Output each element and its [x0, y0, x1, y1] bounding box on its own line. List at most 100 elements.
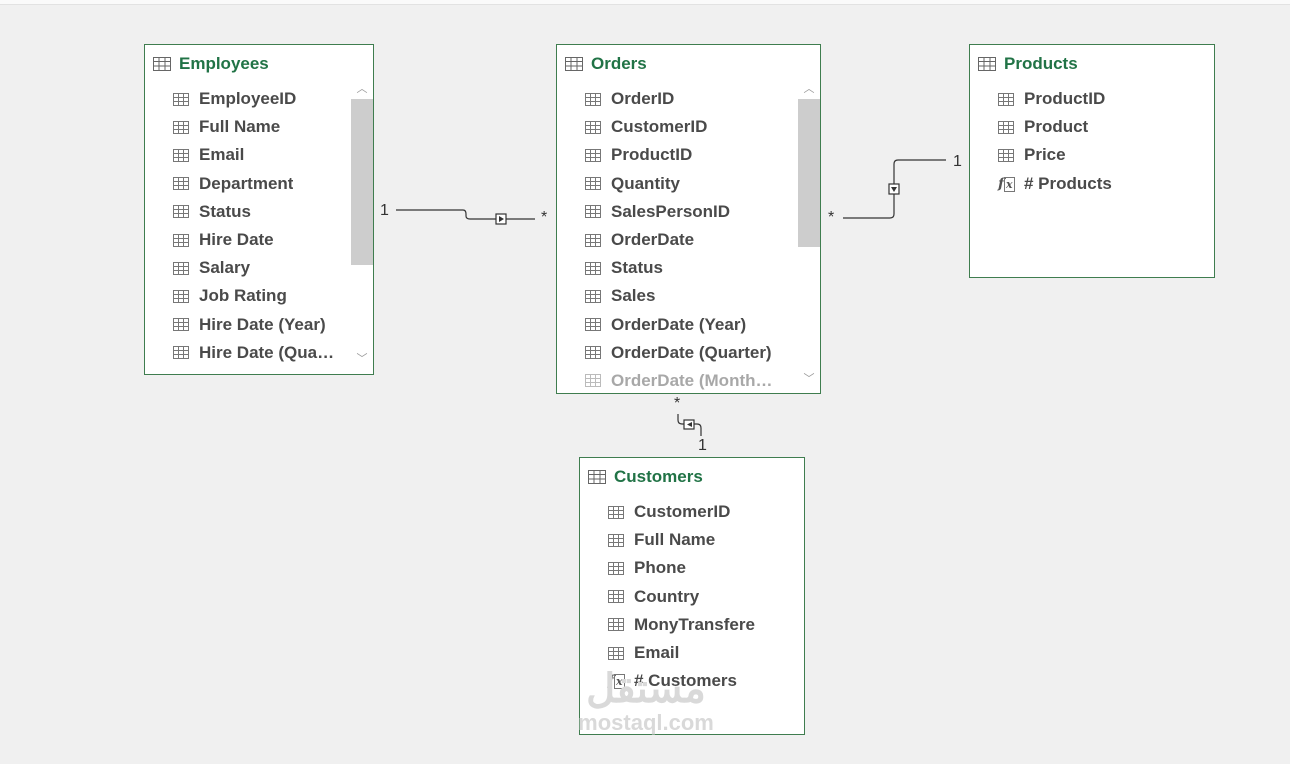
field-label: Salary [199, 258, 251, 278]
field-label: SalesPersonID [611, 201, 731, 221]
field-label: OrderID [611, 89, 675, 109]
field-label: MonyTransfere [634, 614, 755, 634]
chevron-down-icon[interactable]: ﹀ [803, 373, 815, 385]
column-icon [173, 318, 189, 332]
field-label: Full Name [634, 530, 716, 550]
watermark: مستقل mostaql.com [566, 666, 726, 734]
table-header[interactable]: Orders [565, 53, 647, 75]
field-item[interactable]: OrderID [557, 85, 820, 113]
vertical-scrollbar[interactable]: ︿ ﹀ [351, 79, 373, 369]
column-icon [173, 92, 189, 106]
relationship-many-label: * [674, 395, 681, 412]
field-label: ProductID [611, 145, 693, 165]
field-item[interactable]: OrderDate (Year) [557, 311, 820, 339]
column-icon [585, 92, 601, 106]
field-label: Hire Date [199, 230, 274, 250]
field-item[interactable]: Product [970, 113, 1214, 141]
measure-label: # Products [1024, 173, 1112, 193]
column-icon [173, 289, 189, 303]
field-item[interactable]: Phone [580, 554, 804, 582]
field-item[interactable]: Full Name [145, 113, 373, 141]
column-icon [585, 289, 601, 303]
field-item[interactable]: Hire Date [145, 226, 373, 254]
column-icon [585, 261, 601, 275]
column-icon [608, 618, 624, 632]
field-item[interactable]: Full Name [580, 526, 804, 554]
field-item[interactable]: CustomerID [557, 113, 820, 141]
relationship-orders-customers[interactable] [677, 414, 702, 436]
field-item[interactable]: SalesPersonID [557, 198, 820, 226]
table-title: Orders [591, 54, 647, 73]
field-item[interactable]: Sales [557, 282, 820, 310]
table-card-employees[interactable]: Employees EmployeeID Full Name Email Dep… [144, 44, 374, 375]
chevron-up-icon[interactable]: ︿ [356, 83, 368, 95]
relationship-many-label: * [541, 209, 548, 226]
field-item[interactable]: Country [580, 583, 804, 611]
field-item[interactable]: Hire Date (Year) [145, 311, 373, 339]
field-item[interactable]: Email [145, 141, 373, 169]
field-item[interactable]: Hire Date (Qua… [145, 339, 373, 367]
vertical-scrollbar[interactable]: ︿ ﹀ [798, 79, 820, 388]
field-label: Phone [634, 558, 686, 578]
field-list: EmployeeID Full Name Email Department St… [145, 85, 373, 367]
field-label: CustomerID [634, 502, 731, 522]
column-icon [585, 233, 601, 247]
field-item[interactable]: Department [145, 170, 373, 198]
table-grid-icon [978, 57, 996, 71]
field-label: OrderDate (Quarter) [611, 342, 772, 362]
column-icon [585, 318, 601, 332]
field-label: Full Name [199, 117, 281, 137]
field-label: Price [1024, 145, 1066, 165]
field-label: Job Rating [199, 286, 287, 306]
field-item[interactable]: MonyTransfere [580, 611, 804, 639]
field-item[interactable]: OrderDate (Month… [557, 367, 820, 393]
table-card-customers[interactable]: Customers CustomerID Full Name Phone Cou… [579, 457, 805, 735]
field-item[interactable]: Salary [145, 254, 373, 282]
watermark-arabic: مستقل [586, 667, 706, 711]
column-icon [608, 646, 624, 660]
table-header[interactable]: Products [978, 53, 1078, 75]
field-item[interactable]: Job Rating [145, 282, 373, 310]
table-card-orders[interactable]: Orders OrderID CustomerID ProductID Quan… [556, 44, 821, 394]
field-item[interactable]: OrderDate (Quarter) [557, 339, 820, 367]
field-item[interactable]: ProductID [557, 141, 820, 169]
field-list: OrderID CustomerID ProductID Quantity Sa… [557, 85, 820, 393]
relationship-employees-orders[interactable] [396, 209, 535, 225]
field-label: Department [199, 173, 294, 193]
column-icon [585, 205, 601, 219]
field-label: OrderDate [611, 230, 695, 250]
field-label: ProductID [1024, 89, 1106, 109]
column-icon [173, 148, 189, 162]
field-item[interactable]: Price [970, 141, 1214, 169]
field-item[interactable]: EmployeeID [145, 85, 373, 113]
scrollbar-thumb[interactable] [351, 99, 373, 265]
field-item[interactable]: Quantity [557, 170, 820, 198]
table-grid-icon [153, 57, 171, 71]
field-item[interactable]: CustomerID [580, 498, 804, 526]
field-label: OrderDate (Year) [611, 314, 747, 334]
field-item[interactable]: ProductID [970, 85, 1214, 113]
relationship-one-label: 1 [698, 437, 707, 454]
chevron-up-icon[interactable]: ︿ [803, 83, 815, 95]
scrollbar-thumb[interactable] [798, 99, 820, 247]
field-label: Email [634, 643, 680, 663]
column-icon [608, 561, 624, 575]
relationship-orders-products[interactable] [843, 159, 946, 219]
field-item[interactable]: Status [145, 198, 373, 226]
field-item[interactable]: Email [580, 639, 804, 667]
chevron-down-icon[interactable]: ﹀ [356, 353, 368, 365]
field-item[interactable]: Status [557, 254, 820, 282]
table-header[interactable]: Employees [153, 53, 269, 75]
field-label: Status [199, 201, 251, 221]
field-item[interactable]: OrderDate [557, 226, 820, 254]
column-icon [173, 346, 189, 360]
column-icon [173, 120, 189, 134]
field-label: Product [1024, 117, 1089, 137]
table-header[interactable]: Customers [588, 466, 703, 488]
field-label: Email [199, 145, 245, 165]
